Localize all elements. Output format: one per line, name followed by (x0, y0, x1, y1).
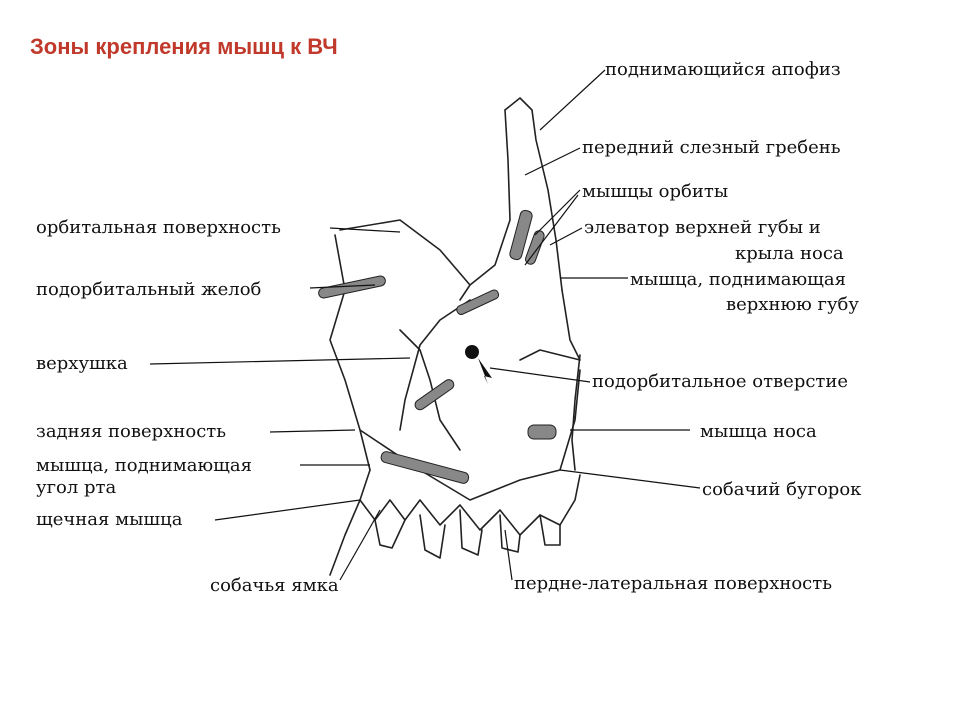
label-orbital-surface: орбитальная поверхность (36, 217, 281, 238)
foramen-arrow-head (478, 358, 492, 384)
tooth (419, 514, 446, 559)
label-levator-anguli-line1: мышца, поднимающая (36, 455, 252, 476)
tooth (374, 519, 406, 549)
label-levator-labii-line2: верхнюю губу (726, 294, 859, 315)
label-levator-labii-alaeque-line1: элеватор верхней губы и (584, 217, 821, 238)
levator-labii-mark (456, 289, 500, 316)
posterior-outline (329, 234, 371, 471)
orbit-muscle-mark (525, 230, 545, 265)
label-canine-eminence: собачий бугорок (702, 479, 862, 500)
slide-title: Зоны крепления мышц к ВЧ (30, 34, 338, 59)
label-posterior-surface: задняя поверхность (36, 421, 227, 442)
infraorbital-groove-mark (318, 275, 386, 299)
tooth-root-line (329, 499, 361, 576)
label-anterolateral-surface: пердне-латеральная поверхность (514, 573, 833, 594)
label-canine-fossa: собачья ямка (210, 575, 339, 596)
apex-mark (414, 379, 455, 411)
label-nasalis: мышца носа (700, 421, 817, 442)
label-anterior-lacrimal-crest: передний слезный гребень (582, 137, 841, 158)
tooth (459, 509, 483, 556)
tooth (499, 514, 521, 553)
alveolar-margin (359, 469, 581, 536)
label-frontal-process: поднимающийся апофиз (605, 59, 841, 80)
orbital-surface-outline (339, 219, 471, 301)
levator-anguli-mark (380, 451, 470, 484)
label-infraorbital-groove: подорбитальный желоб (36, 279, 262, 300)
label-buccinator: щечная мышца (36, 509, 183, 530)
surface-crease (399, 299, 471, 431)
infraorbital-foramen-mark (465, 345, 479, 359)
label-levator-anguli-line2: угол рта (36, 477, 117, 498)
frontal-process-inner (469, 109, 511, 286)
nasal-border (571, 354, 581, 471)
label-apex: верхушка (36, 353, 128, 374)
label-levator-labii-line1: мышца, поднимающая (630, 269, 846, 290)
frontal-process-outline (504, 97, 563, 291)
nasal-notch (519, 289, 581, 361)
nasalis-mark (527, 424, 557, 440)
label-levator-labii-alaeque-line2: крыла носа (735, 243, 844, 264)
tooth (539, 514, 561, 546)
zygomatic-ridge (399, 329, 461, 451)
orbit-muscle-mark (509, 209, 533, 261)
label-orbit-muscles: мышцы орбиты (582, 181, 729, 202)
label-infraorbital-foramen: подорбитальное отверстие (592, 371, 849, 392)
